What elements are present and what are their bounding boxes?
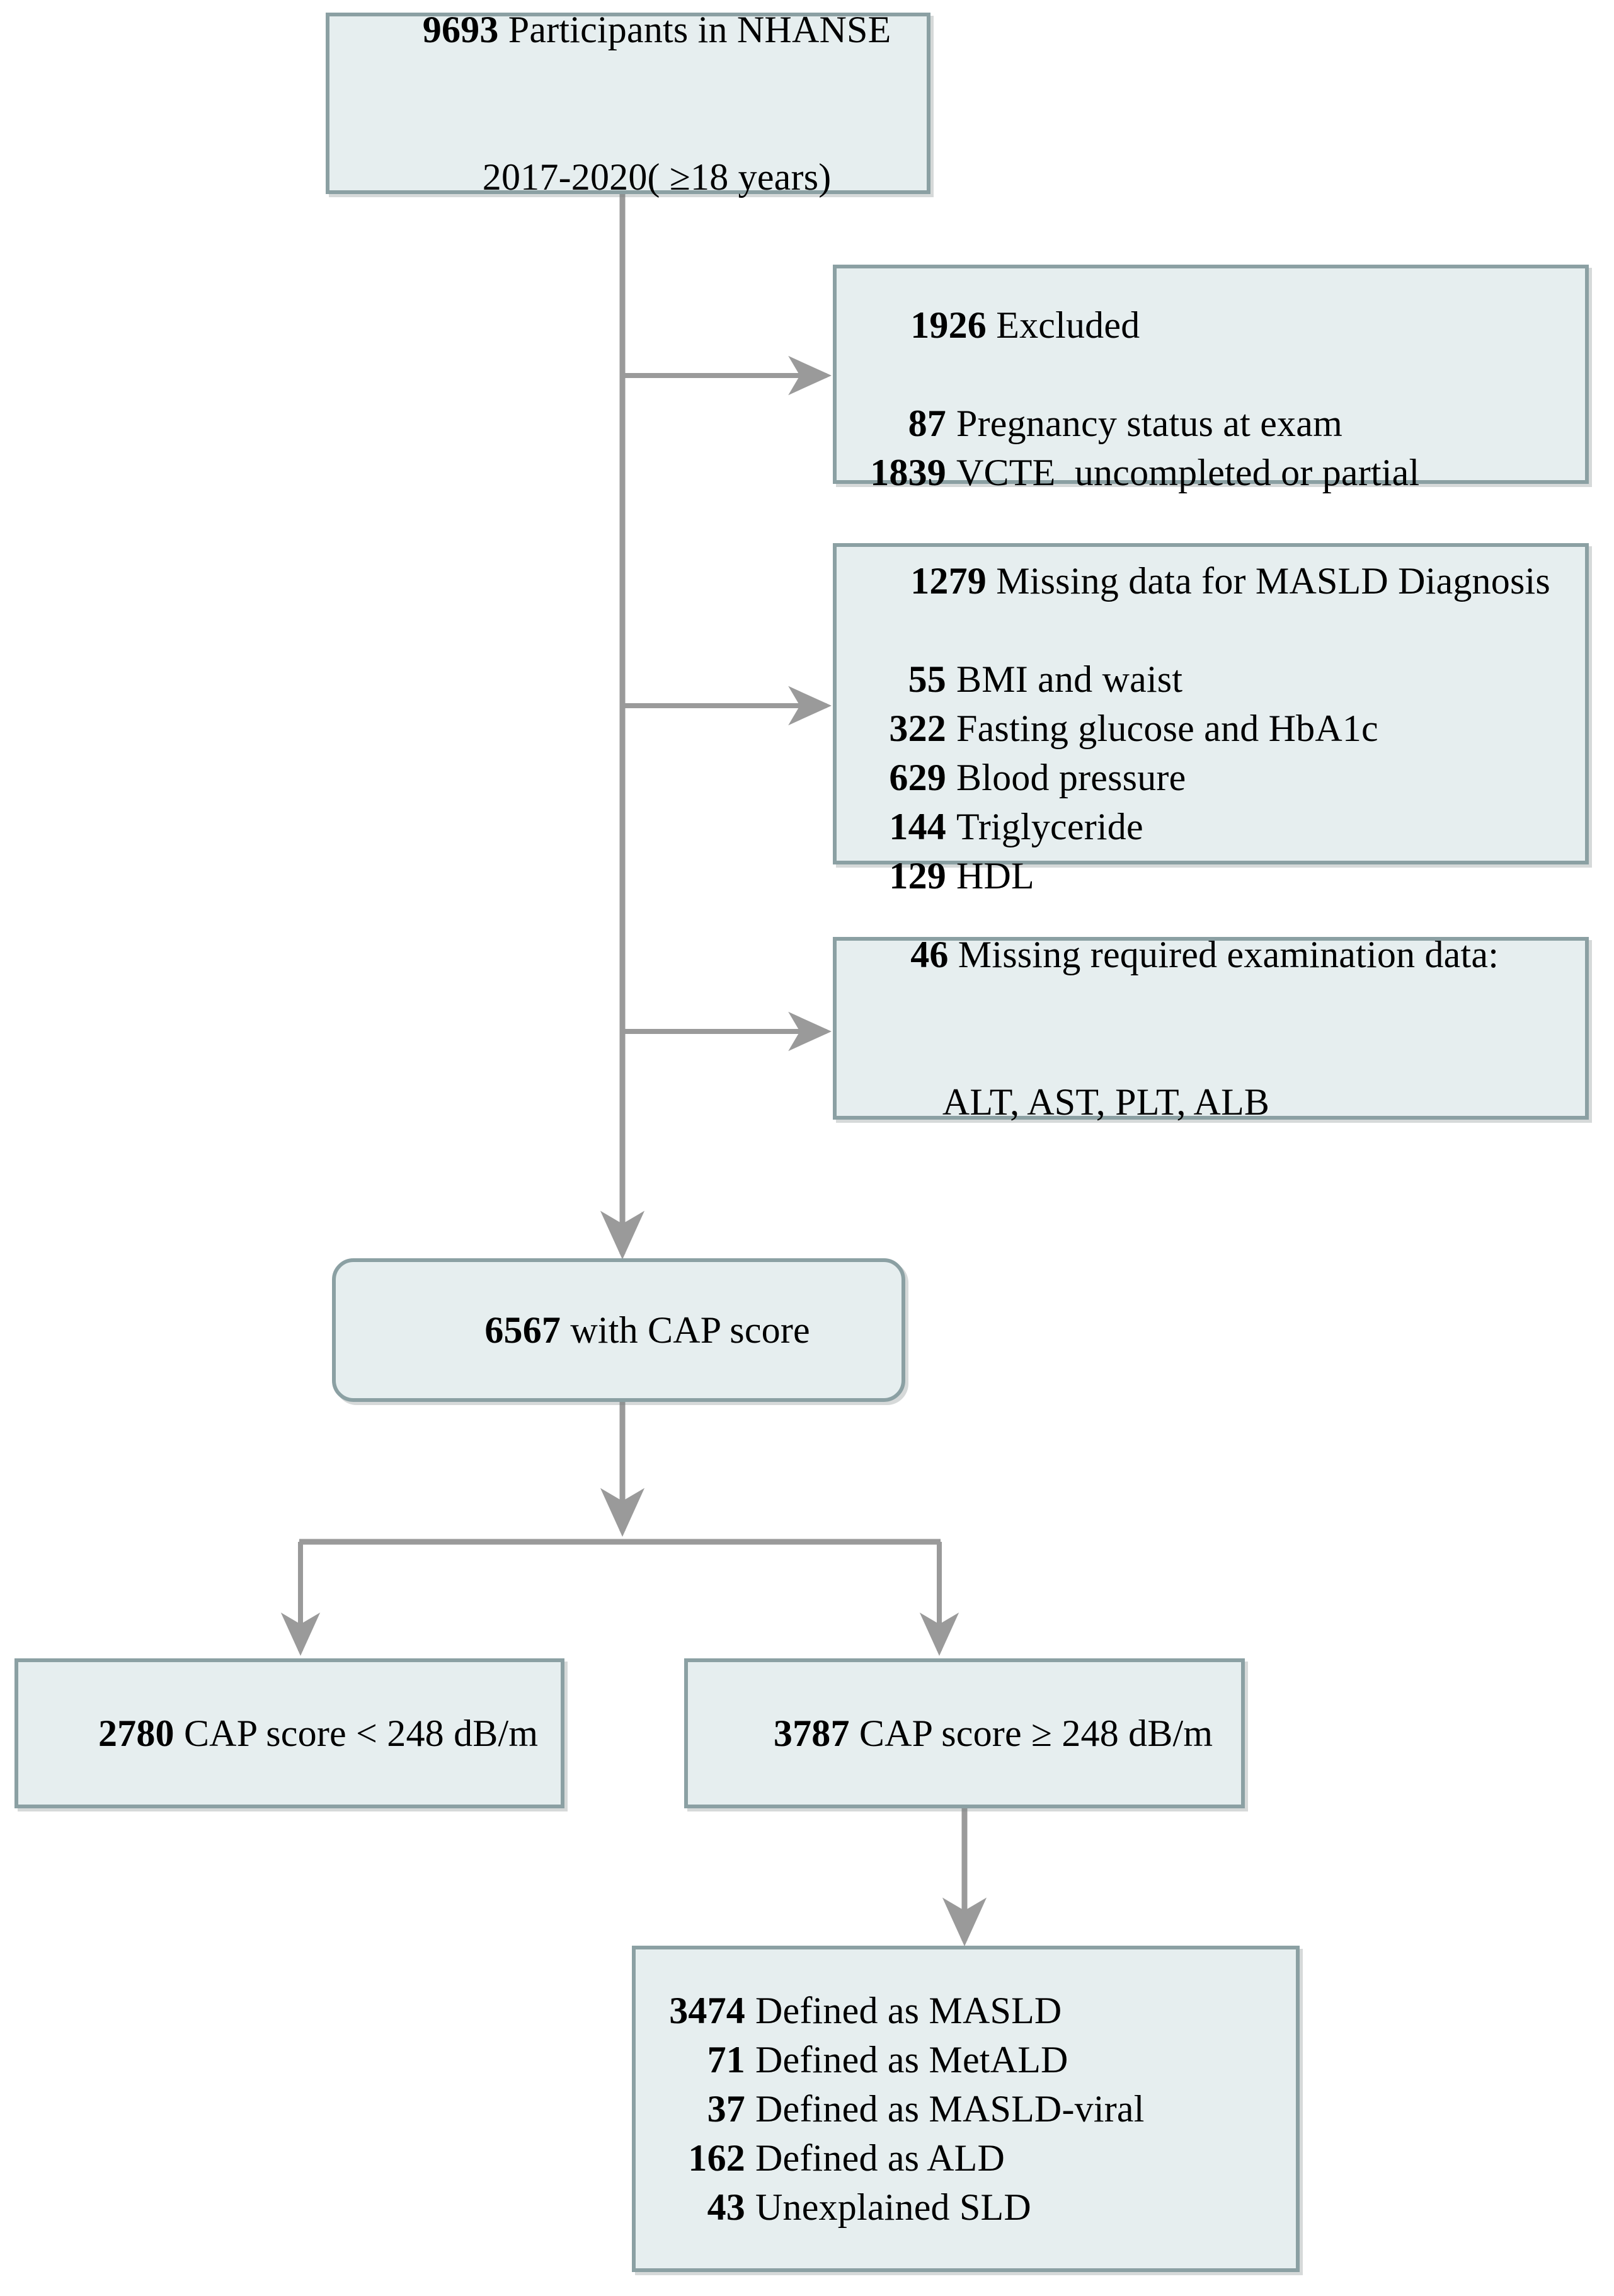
node-excluded-2-item-1-text: BMI and waist bbox=[956, 658, 1183, 700]
node-diagnoses-item-3-text: Defined as MASLD-viral bbox=[755, 2088, 1145, 2130]
node-excluded-2-item-3-count: 629 bbox=[889, 757, 946, 798]
node-excluded-2-item-5-count: 129 bbox=[889, 855, 946, 897]
node-excluded-3-count: 46 bbox=[910, 934, 949, 975]
node-excluded-2-header-text: Missing data for MASLD Diagnosis bbox=[987, 560, 1550, 602]
node-excluded-3-text-1: Missing required examination data: bbox=[948, 934, 1499, 975]
node-enrolled-text-2: 2017-2020( ≥18 years) bbox=[482, 156, 832, 198]
node-cap-high[interactable]: 3787 CAP score ≥ 248 dB/m bbox=[684, 1658, 1245, 1808]
node-excluded-2-count: 1279 bbox=[910, 560, 987, 602]
node-excluded-2-item-1-count: 55 bbox=[908, 658, 946, 700]
node-enrolled-line-2: 2017-2020( ≥18 years) bbox=[329, 103, 927, 251]
node-diagnoses-item-1-text: Defined as MASLD bbox=[755, 1990, 1062, 2031]
node-diagnoses-item-1-count: 3474 bbox=[669, 1990, 745, 2031]
node-excluded-1-item-1-count: 87 bbox=[908, 403, 946, 444]
node-excluded-2-item-3-text: Blood pressure bbox=[956, 757, 1186, 798]
node-diagnoses-item-3-count: 37 bbox=[707, 2088, 745, 2130]
node-excluded-3-text-2: ALT, AST, PLT, ALB bbox=[942, 1081, 1270, 1123]
node-excluded-1-item-1-text: Pregnancy status at exam bbox=[956, 403, 1342, 444]
node-cap-low-line: 2780 CAP score < 248 dB/m bbox=[18, 1660, 561, 1807]
node-excluded-1-header: 1926 Excluded bbox=[853, 251, 1576, 399]
node-enrolled[interactable]: 9693 Participants in NHANSE 2017-2020( ≥… bbox=[326, 9, 930, 198]
node-cap-low[interactable]: 2780 CAP score < 248 dB/m bbox=[14, 1658, 564, 1808]
node-excluded-1-item-2-count: 1839 bbox=[870, 452, 946, 493]
node-cap-high-text: CAP score ≥ 248 dB/m bbox=[849, 1713, 1213, 1754]
node-excluded-1-header-text: Excluded bbox=[987, 304, 1140, 346]
node-with-cap-line: 6567 with CAP score bbox=[336, 1256, 901, 1404]
node-diagnoses-item-5-text: Unexplained SLD bbox=[755, 2186, 1031, 2228]
node-excluded-3-line-1: 46 Missing required examination data: bbox=[853, 881, 1576, 1028]
node-excluded-2-item-4-count: 144 bbox=[889, 806, 946, 847]
node-excluded-1-count: 1926 bbox=[910, 304, 987, 346]
node-cap-high-count: 3787 bbox=[773, 1713, 850, 1754]
node-cap-low-count: 2780 bbox=[98, 1713, 175, 1754]
node-excluded-2[interactable]: 1279 Missing data for MASLD Diagnosis 55… bbox=[833, 543, 1589, 897]
node-diagnoses-item-2-count: 71 bbox=[707, 2039, 745, 2081]
node-diagnoses-item-4-text: Defined as ALD bbox=[755, 2137, 1005, 2179]
node-enrolled-line-1: 9693 Participants in NHANSE bbox=[329, 0, 927, 103]
node-excluded-2-item-4-text: Triglyceride bbox=[956, 806, 1143, 847]
node-excluded-3-line-2: ALT, AST, PLT, ALB bbox=[853, 1028, 1576, 1176]
node-diagnoses-item-4-count: 162 bbox=[688, 2137, 745, 2179]
node-cap-low-text: CAP score < 248 dB/m bbox=[174, 1713, 539, 1754]
node-enrolled-count: 9693 bbox=[422, 9, 499, 50]
node-with-cap-count: 6567 bbox=[484, 1309, 561, 1351]
node-cap-high-line: 3787 CAP score ≥ 248 dB/m bbox=[688, 1660, 1241, 1807]
node-excluded-2-header: 1279 Missing data for MASLD Diagnosis bbox=[853, 507, 1576, 655]
node-excluded-1-item-2-text: VCTE uncompleted or partial bbox=[956, 452, 1420, 493]
node-with-cap[interactable]: 6567 with CAP score bbox=[332, 1258, 905, 1402]
node-excluded-3[interactable]: 46 Missing required examination data: AL… bbox=[833, 934, 1589, 1123]
node-excluded-2-item-2-count: 322 bbox=[889, 708, 946, 749]
node-excluded-2-item-5-text: HDL bbox=[956, 855, 1034, 897]
node-diagnoses-item-5-count: 43 bbox=[707, 2186, 745, 2228]
node-enrolled-text-1: Participants in NHANSE bbox=[498, 9, 891, 50]
node-diagnoses-item-2-text: Defined as MetALD bbox=[755, 2039, 1068, 2081]
node-with-cap-text: with CAP score bbox=[561, 1309, 810, 1351]
node-excluded-2-item-2-text: Fasting glucose and HbA1c bbox=[956, 708, 1378, 749]
